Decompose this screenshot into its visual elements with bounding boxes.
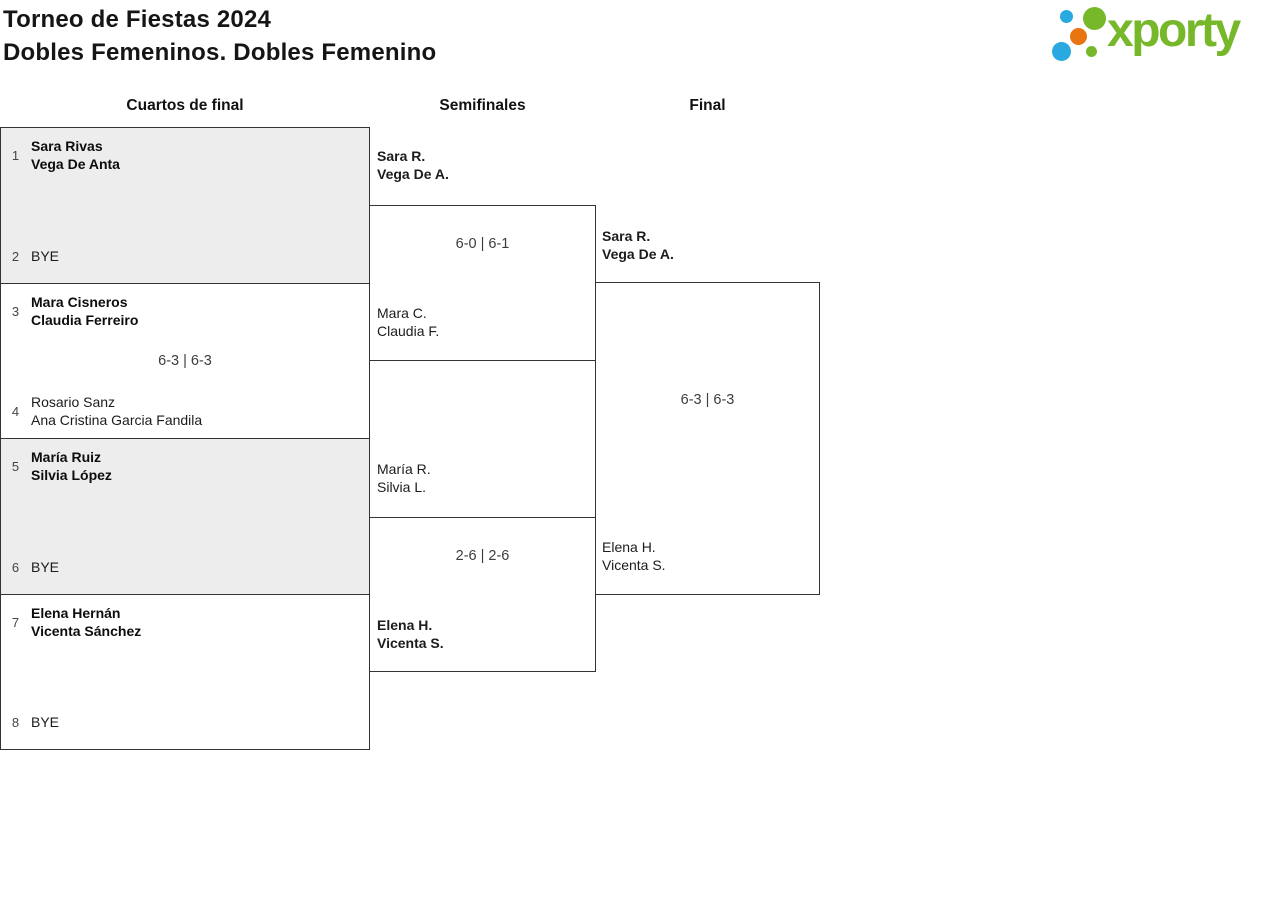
seed-number: 4 — [11, 403, 20, 419]
logo-dot-icon — [1052, 42, 1071, 61]
seed-number: 2 — [11, 248, 20, 264]
match-qf4[interactable]: 7 Elena Hernán Vicenta Sánchez 8 BYE — [0, 594, 370, 750]
team-names: Elena Hernán Vicenta Sánchez — [31, 605, 142, 639]
sf1-team-bottom: Mara C. Claudia F. — [377, 305, 440, 339]
round-header-semifinals: Semifinales — [439, 97, 526, 114]
team-names: Mara Cisneros Claudia Ferreiro — [31, 294, 139, 328]
round-header-final: Final — [689, 97, 726, 114]
logo-wordmark: xporty — [1107, 4, 1241, 57]
sf1-team-top: Sara R. Vega De A. — [377, 148, 449, 182]
logo-dot-icon — [1083, 7, 1106, 30]
match-qf2[interactable]: 3 Mara Cisneros Claudia Ferreiro 6-3 | 6… — [0, 283, 370, 439]
team-names: BYE — [31, 559, 60, 575]
team-names: BYE — [31, 248, 60, 264]
seed-number: 3 — [11, 303, 20, 319]
seed-number: 1 — [11, 147, 20, 163]
sf1-score: 6-0 | 6-1 — [455, 236, 510, 252]
final-team-bottom: Elena H. Vicenta S. — [602, 539, 666, 573]
logo-dot-icon — [1060, 10, 1073, 23]
final-team-top: Sara R. Vega De A. — [602, 228, 674, 262]
match-final[interactable] — [595, 282, 820, 595]
category-subtitle: Dobles Femeninos. Dobles Femenino — [3, 39, 437, 66]
final-score: 6-3 | 6-3 — [680, 392, 735, 408]
round-header-quarterfinals: Cuartos de final — [126, 97, 244, 114]
seed-number: 8 — [11, 714, 20, 730]
match-sf1[interactable] — [369, 205, 596, 361]
team-names: Sara Rivas Vega De Anta — [31, 138, 120, 172]
match-qf2-team-bottom: 4 Rosario Sanz Ana Cristina Garcia Fandi… — [9, 393, 202, 429]
match-qf2-team-top: 3 Mara Cisneros Claudia Ferreiro — [9, 293, 139, 329]
page-title: Torneo de Fiestas 2024 Dobles Femeninos.… — [3, 3, 436, 69]
tournament-name: Torneo de Fiestas 2024 — [3, 6, 272, 33]
logo-dot-icon — [1070, 28, 1087, 45]
match-score: 6-3 | 6-3 — [158, 353, 212, 369]
xporty-logo[interactable]: xporty — [1050, 2, 1276, 66]
team-names: María Ruiz Silvia López — [31, 449, 112, 483]
match-qf3-team-top: 5 María Ruiz Silvia López — [9, 448, 112, 484]
sf2-team-top: María R. Silvia L. — [377, 461, 431, 495]
sf2-team-bottom: Elena H. Vicenta S. — [377, 617, 444, 651]
match-qf3-team-bottom: 6 BYE — [9, 549, 59, 585]
seed-number: 6 — [11, 559, 20, 575]
seed-number: 7 — [11, 614, 20, 630]
sf2-score: 2-6 | 2-6 — [455, 548, 510, 564]
match-qf1[interactable]: 1 Sara Rivas Vega De Anta 2 BYE — [0, 127, 370, 284]
seed-number: 5 — [11, 458, 20, 474]
match-qf4-team-bottom: 8 BYE — [9, 704, 59, 740]
team-names: BYE — [31, 714, 60, 730]
team-names: Rosario Sanz Ana Cristina Garcia Fandila — [31, 394, 203, 428]
match-qf3[interactable]: 5 María Ruiz Silvia López 6 BYE — [0, 438, 370, 595]
match-sf2[interactable] — [369, 517, 596, 672]
match-qf4-team-top: 7 Elena Hernán Vicenta Sánchez — [9, 604, 141, 640]
match-qf1-team-bottom: 2 BYE — [9, 238, 59, 274]
match-qf1-team-top: 1 Sara Rivas Vega De Anta — [9, 137, 120, 173]
logo-dot-icon — [1086, 46, 1097, 57]
